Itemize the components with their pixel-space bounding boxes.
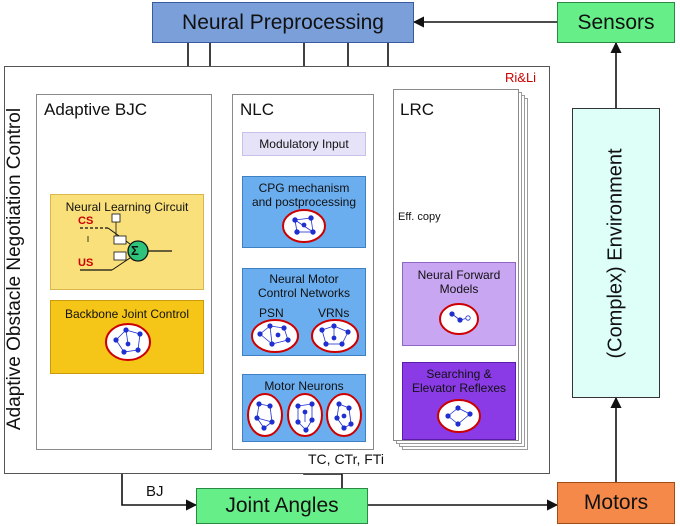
psn-label: PSN [259,306,284,320]
nlc-title: NLC [240,100,275,119]
bjc-title: Adaptive BJC [44,100,147,119]
forward-line2: Models [439,282,479,296]
lrc-title: LRC [400,100,435,119]
environment-box: (Complex) Environment [572,108,660,398]
nmcn-line1: Neural Motor [269,272,339,286]
cs-label: CS [78,215,94,227]
sensors-box: Sensors [557,2,675,43]
backbone-network-icon [105,323,151,361]
psn-network-icon [251,319,299,353]
us-label: US [78,257,94,269]
lrc-stack-label: Ri&Li [505,70,537,85]
motor-neuron-net-1-icon [247,393,283,437]
neural-preprocessing-box: Neural Preprocessing [152,2,414,43]
vrns-label: VRNs [318,306,350,320]
searching-line1: Searching & [426,367,492,381]
modulatory-input-box: Modulatory Input [242,132,366,156]
sigma-glyph: Σ [131,243,139,258]
cpg-line1: CPG mechanism [258,181,350,195]
bj-label: BJ [146,483,164,500]
motor-neuron-net-2-icon [287,393,323,437]
searching-line2: Elevator Reflexes [411,381,507,395]
vrns-network-icon [311,319,359,353]
forward-line1: Neural Forward [417,268,501,282]
learning-circuit-schematic [80,213,172,271]
cpg-network-icon [282,209,326,243]
cpg-line2: and postprocessing [251,195,357,209]
environment-label: (Complex) Environment [604,147,627,359]
outer-control-label: Adaptive Obstacle Negotiation Control [4,107,25,431]
nmcn-line2: Control Networks [257,286,351,300]
tc-ctr-fti-label: TC, CTr, FTi [308,451,384,467]
motor-neuron-net-3-icon [326,393,362,437]
reflex-network-icon [437,399,481,433]
eff-copy-label: Eff. copy [398,211,441,223]
motors-box: Motors [557,482,675,524]
joint-angles-box: Joint Angles [196,488,368,524]
forward-model-network-icon [439,303,479,335]
